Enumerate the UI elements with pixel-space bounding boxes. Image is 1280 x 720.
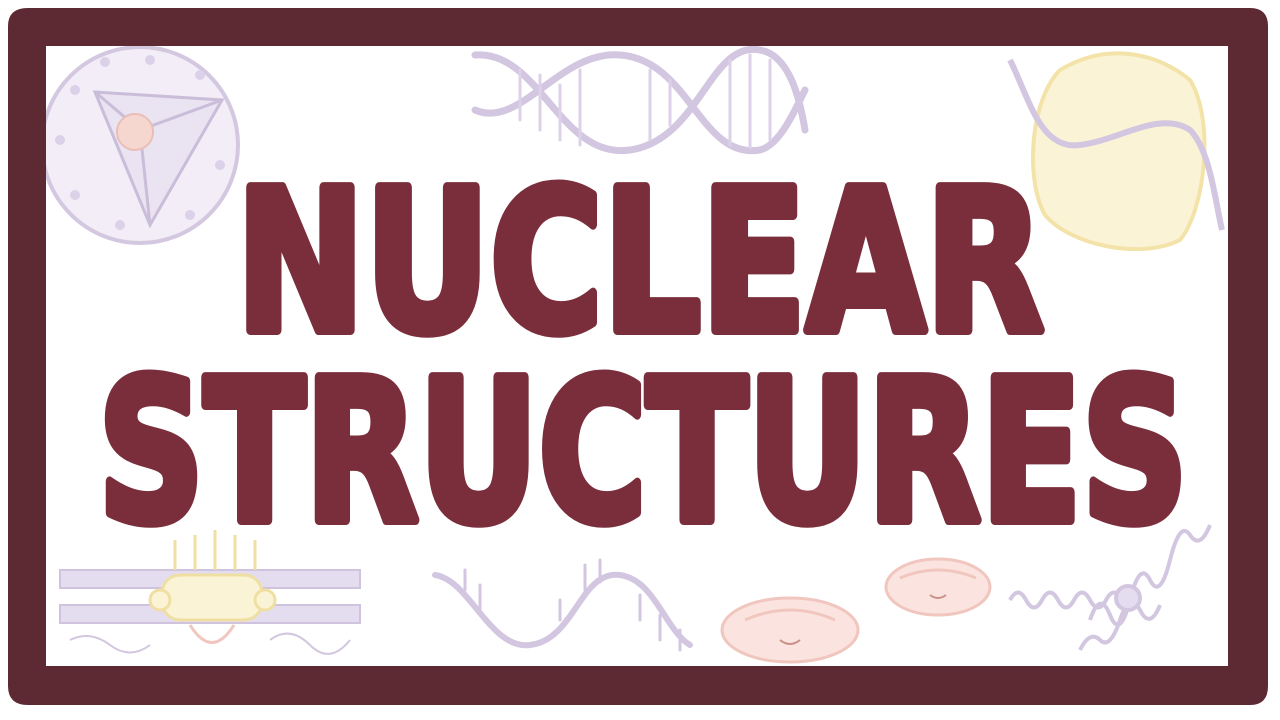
nuclear-envelope-blob-illustration	[1007, 51, 1225, 252]
title-line-1: NUCLEAR	[236, 149, 1044, 377]
rna-strand-illustration	[432, 558, 693, 652]
title-line-2: STRUCTURES	[98, 339, 1188, 567]
nucleus-cell-illustration	[40, 45, 240, 245]
nucleolus-pink-illustration	[720, 557, 992, 664]
nuclear-pore-illustration	[59, 530, 361, 655]
dna-helix-illustration	[471, 45, 809, 155]
chromatin-coil-illustration	[1008, 524, 1212, 651]
